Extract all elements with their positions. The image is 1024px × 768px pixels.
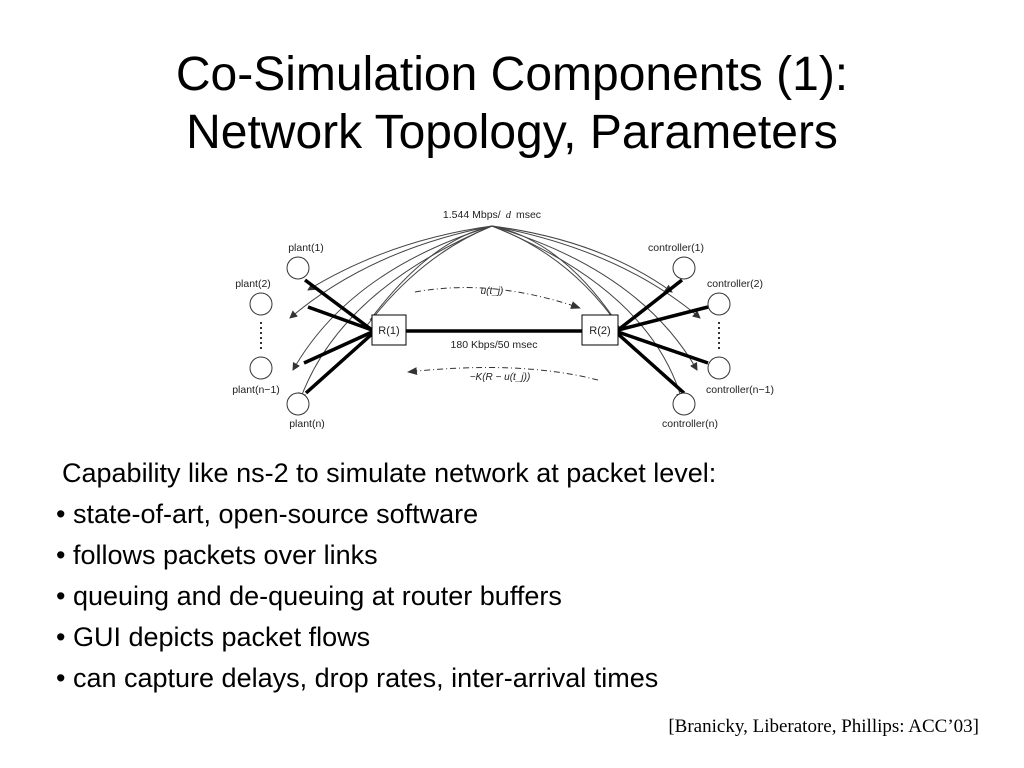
controller-label-n-minus-1: controller(n−1) — [706, 384, 774, 396]
body-text: Capability like ns-2 to simulate network… — [56, 453, 996, 699]
top-link-rate: 1.544 Mbps/ — [443, 209, 501, 221]
bullet-item: state-of-art, open-source software — [56, 494, 996, 535]
hub-links-plants — [289, 225, 493, 401]
title-line-2: Network Topology, Parameters — [186, 106, 838, 159]
router-r2-label: R(2) — [589, 325, 610, 337]
upper-flow-label: u(t_j) — [481, 286, 504, 297]
router-r1 — [371, 314, 407, 346]
controller-node-2 — [707, 292, 731, 316]
router-r1-label: R(1) — [378, 325, 399, 337]
bullet-list: state-of-art, open-source software follo… — [56, 494, 996, 699]
router-r2 — [581, 314, 619, 346]
plant-node-n-minus-1 — [249, 356, 273, 380]
controller-label-n: controller(n) — [662, 418, 718, 430]
controller-node-n — [672, 392, 696, 416]
bullet-item: can capture delays, drop rates, inter-ar… — [56, 658, 996, 699]
bullet-item: queuing and de-queuing at router buffers — [56, 576, 996, 617]
intro-line: Capability like ns-2 to simulate network… — [62, 458, 717, 488]
citation: [Branicky, Liberatore, Phillips: ACC’03] — [668, 716, 979, 737]
controller-node-1 — [672, 256, 696, 280]
plant-node-1 — [286, 256, 310, 280]
slide-title: Co-Simulation Components (1): Network To… — [0, 46, 1024, 162]
plant-label-1: plant(1) — [288, 242, 324, 254]
middle-link-label: 180 Kbps/50 msec — [451, 339, 538, 351]
top-link-var: d — [506, 210, 512, 221]
bullet-item: follows packets over links — [56, 535, 996, 576]
controller-node-n-minus-1 — [707, 356, 731, 380]
controller-label-1: controller(1) — [648, 242, 704, 254]
plant-node-2 — [249, 292, 273, 316]
lower-flow-arrow — [407, 367, 599, 381]
network-topology-diagram: R(1) R(2) plant(1) plant(2) plant(n−1) p… — [232, 209, 774, 430]
plant-node-n — [286, 392, 310, 416]
hub-links-controllers — [491, 225, 701, 401]
title-line-1: Co-Simulation Components (1): — [175, 48, 849, 101]
upper-flow-arrow — [414, 287, 581, 309]
controller-label-2: controller(2) — [707, 278, 763, 290]
plant-label-2: plant(2) — [235, 278, 271, 290]
plant-label-n-minus-1: plant(n−1) — [232, 384, 280, 396]
lower-flow-label: −K(R − u(t_j)) — [470, 372, 531, 383]
bullet-item: GUI depicts packet flows — [56, 617, 996, 658]
plant-router-links — [303, 278, 374, 395]
top-link-unit: msec — [516, 209, 541, 221]
plant-label-n: plant(n) — [289, 418, 325, 430]
controller-router-links — [616, 278, 709, 395]
